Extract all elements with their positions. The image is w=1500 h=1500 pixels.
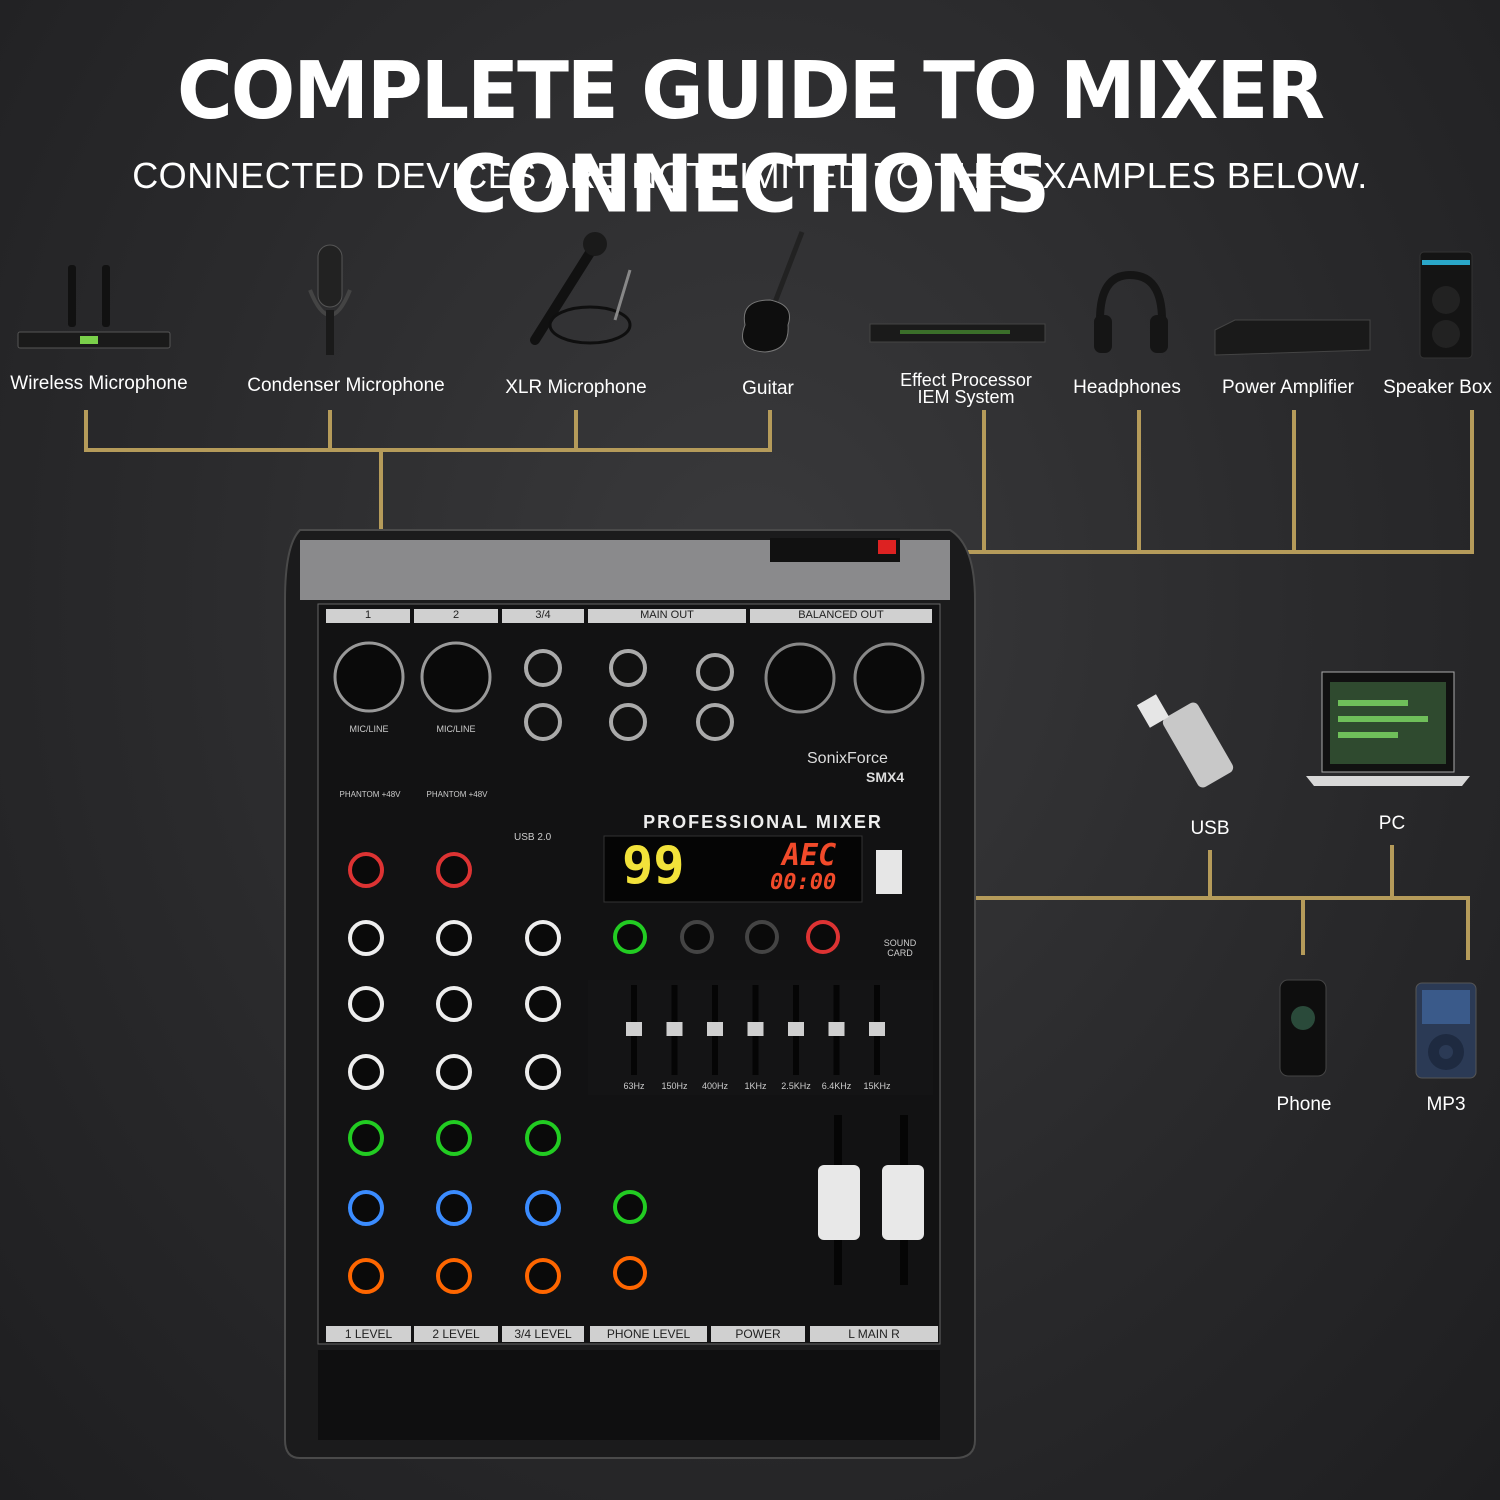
condenser-microphone-icon	[308, 244, 352, 355]
phone-level-label: PHONE LEVEL	[606, 1327, 691, 1341]
label-guitar: Guitar	[742, 378, 794, 399]
knob[interactable]	[436, 920, 472, 956]
balanced-out-header: BALANCED OUT	[798, 609, 884, 621]
phone-icon	[1279, 979, 1327, 1077]
mixer-panel-title: PROFESSIONAL MIXER	[643, 812, 883, 832]
power-amplifier-icon	[1214, 319, 1371, 356]
knob[interactable]	[348, 986, 384, 1022]
ch34-level-label: 3/4 LEVEL	[514, 1327, 572, 1341]
label-mp3: MP3	[1426, 1094, 1466, 1115]
dsp-knob[interactable]	[806, 920, 840, 954]
ch34-header: 3/4	[535, 609, 551, 621]
dsp-knob[interactable]	[613, 920, 647, 954]
knob[interactable]	[348, 1190, 384, 1226]
headphones-icon	[1094, 270, 1168, 353]
ch2-phantom-label: PHANTOM +48V	[426, 790, 488, 799]
main-level-label: L MAIN R	[848, 1327, 900, 1341]
ch1-header: 1	[364, 609, 372, 621]
eq-slider-handle[interactable]	[747, 1022, 764, 1036]
label-speaker-box: Speaker Box	[1383, 377, 1492, 398]
knob[interactable]	[525, 1258, 561, 1294]
label-effect-processor-line1: Effect Processor	[900, 370, 1032, 390]
eq-slider-handle[interactable]	[828, 1022, 845, 1036]
ch1-phantom-label: PHANTOM +48V	[339, 790, 401, 799]
knob[interactable]	[525, 1120, 561, 1156]
eq-band-label: 15KHz	[863, 1081, 891, 1091]
mp3-player-icon	[1415, 982, 1477, 1079]
knob[interactable]	[436, 986, 472, 1022]
label-effect-processor: Effect Processor IEM System	[890, 370, 1042, 407]
knob[interactable]	[436, 1120, 472, 1156]
mixer-model: SMX4	[866, 769, 905, 785]
guitar-icon	[742, 231, 805, 353]
ch1-jack-label: MIC/LINE	[349, 724, 389, 734]
power-label: POWER	[735, 1327, 781, 1341]
usb-stick-icon	[1136, 694, 1234, 788]
label-pc: PC	[1378, 813, 1406, 834]
wireless-microphone-icon	[17, 265, 171, 349]
ch1-level-label: 1 LEVEL	[344, 1327, 393, 1341]
usb-port-label: USB 2.0	[514, 832, 552, 843]
label-usb: USB	[1190, 818, 1230, 839]
label-phone: Phone	[1276, 1094, 1332, 1115]
knob[interactable]	[436, 852, 472, 888]
eq-slider-handle[interactable]	[626, 1022, 642, 1036]
knob[interactable]	[525, 920, 561, 956]
mixer-brand: SonixForce	[807, 750, 888, 767]
ch2-header: 2	[452, 609, 460, 621]
knob[interactable]	[348, 1120, 384, 1156]
ch2-jack-label: MIC/LINE	[436, 724, 476, 734]
eq-band-label: 400Hz	[701, 1081, 728, 1091]
page-subtitle: CONNECTED DEVICES ARE NOT LIMITED TO THE…	[132, 155, 1368, 196]
knob[interactable]	[525, 1190, 561, 1226]
dsp-knob[interactable]	[745, 920, 779, 954]
eq-band-label: 6.4KHz	[821, 1081, 852, 1091]
eq-slider-handle[interactable]	[707, 1022, 723, 1036]
display-number: 99	[622, 836, 685, 896]
eq-slider-handle[interactable]	[788, 1022, 804, 1036]
page-title: COMPLETE GUIDE TO MIXER CONNECTIONS	[177, 43, 1325, 231]
eq-band-label: 63Hz	[623, 1081, 645, 1091]
eq-band-label: 2.5KHz	[781, 1081, 811, 1091]
knob[interactable]	[525, 1054, 561, 1090]
label-headphones: Headphones	[1073, 377, 1181, 398]
effect-processor-icon	[869, 323, 1046, 343]
knob[interactable]	[436, 1054, 472, 1090]
eq-band-label: 150Hz	[661, 1081, 688, 1091]
label-xlr-microphone: XLR Microphone	[505, 377, 647, 398]
dsp-knob[interactable]	[613, 1256, 647, 1290]
xlr-microphone-icon	[530, 232, 632, 345]
label-power-amplifier: Power Amplifier	[1222, 377, 1354, 398]
label-effect-processor-line2: IEM System	[917, 387, 1015, 407]
sound-card-label: SOUND CARD	[883, 938, 917, 958]
eq-band-label: 1KHz	[744, 1081, 767, 1091]
knob[interactable]	[348, 1258, 384, 1294]
knob[interactable]	[348, 920, 384, 956]
display-mode-text: AEC	[782, 838, 837, 873]
display-time: 00:00	[770, 870, 837, 895]
label-wireless-microphone: Wireless Microphone	[10, 373, 188, 394]
knob[interactable]	[436, 1190, 472, 1226]
knob[interactable]	[348, 1054, 384, 1090]
laptop-icon	[1306, 671, 1470, 786]
mixer-body	[284, 529, 976, 1459]
speaker-box-icon	[1419, 251, 1473, 359]
knob[interactable]	[525, 986, 561, 1022]
label-condenser-microphone: Condenser Microphone	[247, 375, 445, 396]
eq-slider-handle[interactable]	[869, 1022, 885, 1036]
dsp-knob[interactable]	[613, 1190, 647, 1224]
knob[interactable]	[348, 852, 384, 888]
main-out-header: MAIN OUT	[640, 609, 694, 621]
ch2-level-label: 2 LEVEL	[432, 1327, 480, 1341]
knob[interactable]	[436, 1258, 472, 1294]
dsp-knob[interactable]	[680, 920, 714, 954]
eq-slider-handle[interactable]	[666, 1022, 683, 1036]
